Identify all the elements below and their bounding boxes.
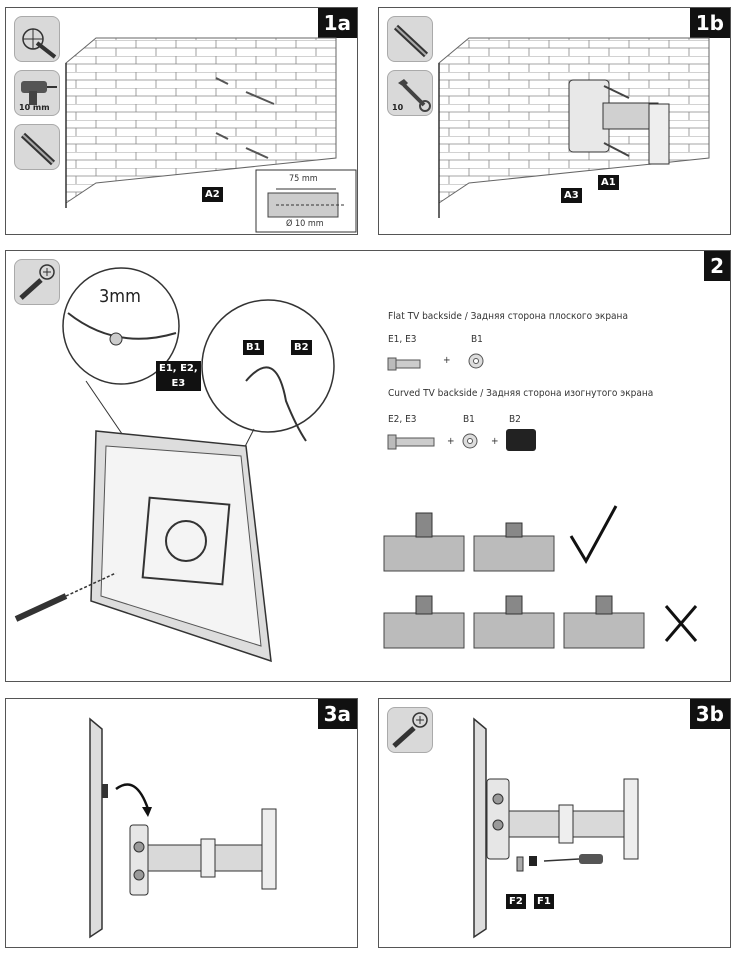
tv-secure-illustration [473,717,639,939]
screwdriver-icon [392,712,428,748]
tag-b2: B2 [291,340,312,355]
step-label-1b: 1b [689,8,730,38]
pencil-tool [14,124,60,170]
wrench-icon [398,79,431,112]
tag-e-screws: E1, E2, E3 [156,361,201,391]
pencil-icon [20,132,56,166]
curved-screw-label: E2, E3 [388,414,417,425]
flat-plus: + [443,355,451,366]
curved-washer-label: B1 [463,414,475,425]
curved-spacer-label: B2 [509,414,521,425]
drill-bit-tool [14,16,60,62]
step-label-1a: 1a [317,8,357,38]
panel-2: 2 3mm B1 B2 E1, E2, E3 Flat TV backside … [5,250,731,682]
inset-diameter-label: Ø 10 mm [286,219,324,229]
drill-tool: 10 mm [14,70,60,116]
tag-a1: A1 [598,175,619,190]
tag-b1: B1 [243,340,264,355]
screwdriver-icon [19,264,55,300]
wrench-tool: 10 [387,70,433,116]
bracket-mount-illustration [438,37,710,218]
wall-drilling-illustration [65,37,357,233]
panel-3a: 3a [5,698,358,948]
flat-screw-label: E1, E3 [388,334,417,345]
tag-f1: F1 [534,894,554,909]
pencil-icon [393,24,429,58]
panel-1a: 1a 10 mm [5,7,358,235]
tag-a2: A2 [202,187,223,202]
curved-tv-title: Curved TV backside / Задняя сторона изог… [388,388,654,399]
flat-tv-title: Flat TV backside / Задняя сторона плоско… [388,311,628,322]
tag-a3: A3 [561,188,582,203]
screwdriver-tool [14,259,60,305]
tag-f2: F2 [506,894,526,909]
inset-depth-label: 75 mm [289,174,318,184]
curved-plus-1: + [447,436,455,447]
panel-1b: 1b 10 A3 A1 [378,7,731,235]
step-label-3a: 3a [317,699,357,729]
step-label-3b: 3b [689,699,730,729]
tv-mounting-illustration [14,267,335,663]
drill-bit-icon [22,28,57,59]
drill-size-label: 10 mm [19,103,50,112]
step-label-2: 2 [704,251,730,281]
tv-hang-illustration [89,717,277,939]
pencil-tool-1b [387,16,433,62]
checkmark-icon [569,505,618,565]
panel-3b: 3b F2 F1 [378,698,731,948]
drill-icon [21,81,57,105]
screwdriver-tool-3b [387,707,433,753]
cross-icon [664,605,698,642]
curved-plus-2: + [491,436,499,447]
wrench-size-label: 10 [392,103,404,112]
hardware-parts-illustration [383,353,698,649]
flat-washer-label: B1 [471,334,483,345]
gap-measure-label: 3mm [99,286,141,307]
